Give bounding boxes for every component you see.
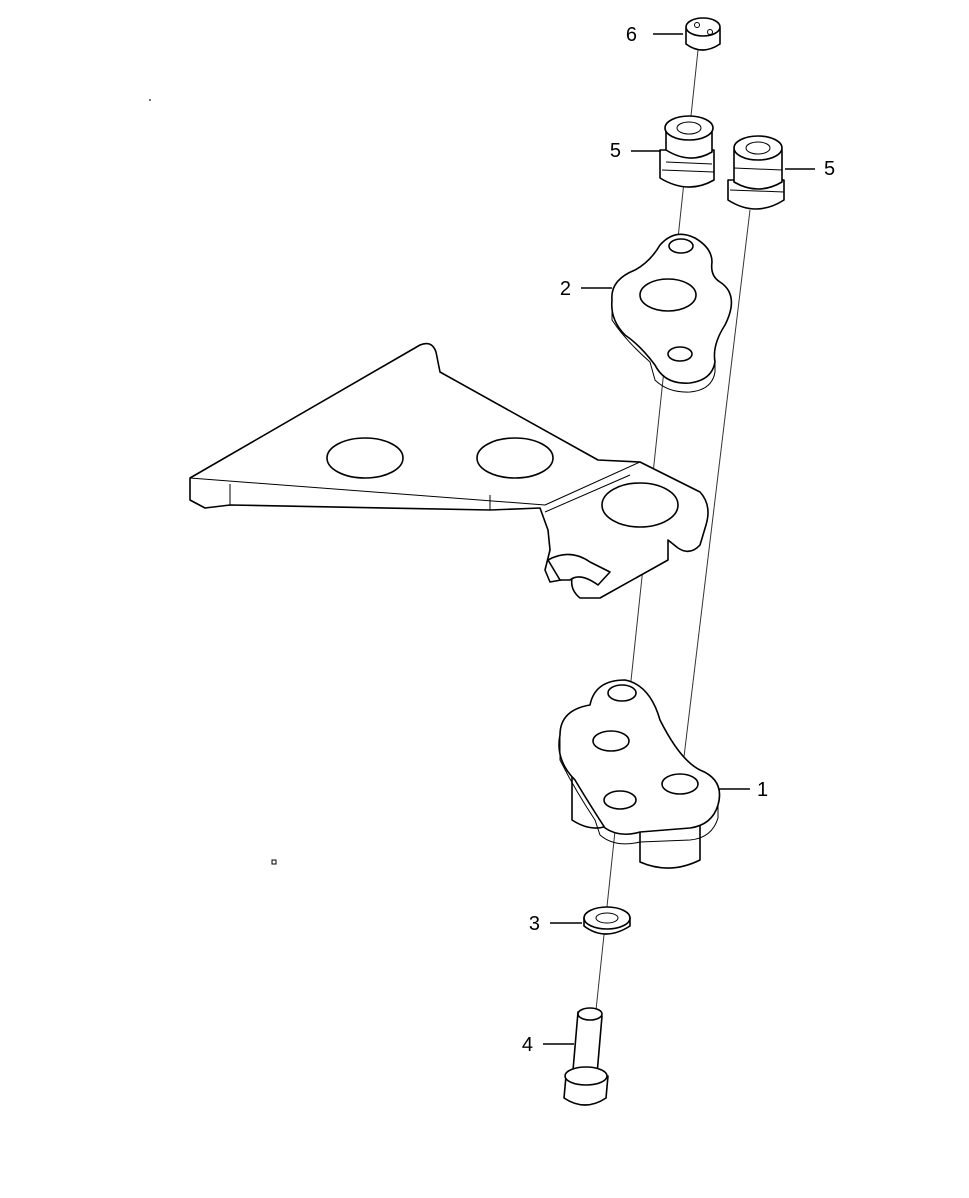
part-5-gland-left bbox=[659, 115, 715, 188]
callout-5-left: 5 bbox=[610, 140, 661, 162]
part-6-cap bbox=[685, 17, 721, 51]
callout-5-left-label: 5 bbox=[610, 140, 621, 162]
callout-2-label: 2 bbox=[560, 278, 571, 300]
callout-6: 6 bbox=[626, 24, 683, 46]
stray-mark bbox=[271, 859, 277, 865]
callout-6-label: 6 bbox=[626, 24, 637, 46]
callout-4-label: 4 bbox=[522, 1034, 533, 1056]
callout-2: 2 bbox=[560, 278, 612, 300]
part-5-gland-right bbox=[727, 135, 785, 210]
callout-4: 4 bbox=[522, 1034, 574, 1056]
callout-1-label: 1 bbox=[757, 779, 768, 801]
stray-dot bbox=[149, 99, 151, 101]
part-1-lower-block bbox=[558, 679, 721, 869]
callout-3-label: 3 bbox=[529, 913, 540, 935]
callout-5-right: 5 bbox=[785, 158, 835, 180]
callout-3: 3 bbox=[529, 913, 582, 935]
part-3-washer bbox=[583, 906, 631, 935]
part-2-upper-clamp bbox=[610, 233, 733, 393]
callout-1: 1 bbox=[718, 779, 768, 801]
bracket-plate bbox=[189, 342, 709, 599]
part-4-bolt bbox=[563, 1007, 609, 1106]
callout-5-right-label: 5 bbox=[824, 158, 835, 180]
